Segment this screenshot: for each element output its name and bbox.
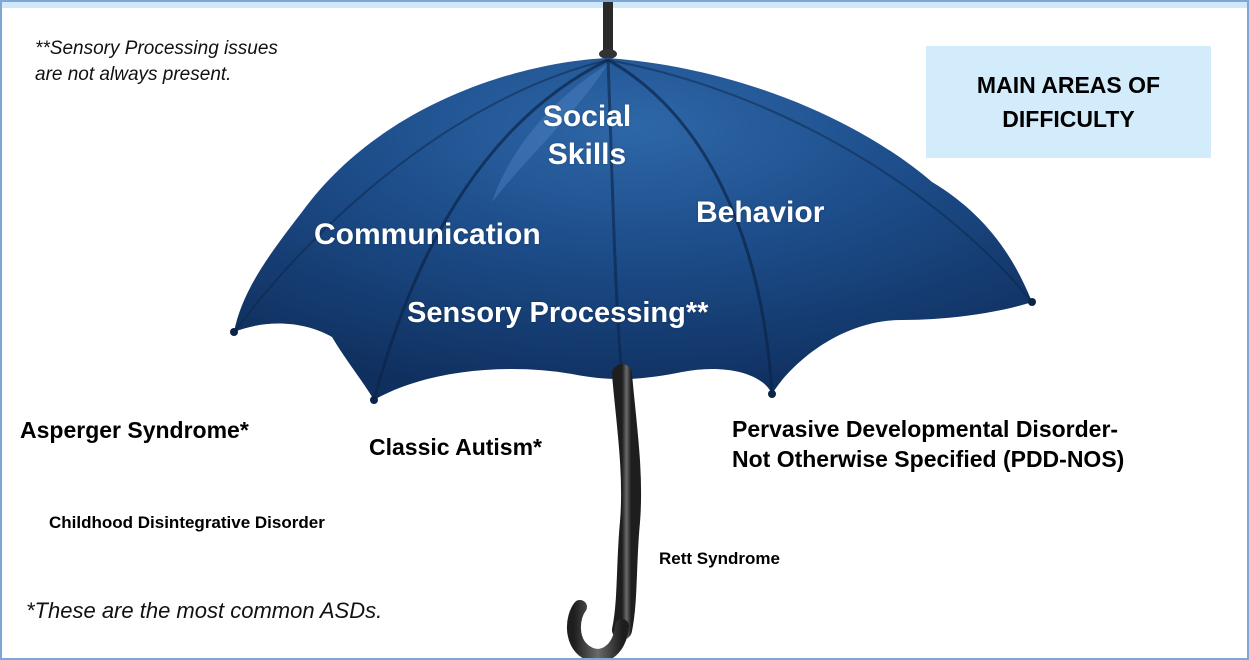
disorder-pdd-line1: Pervasive Developmental Disorder- xyxy=(732,416,1119,442)
area-communication: Communication xyxy=(314,218,541,251)
sensory-footnote-line2: are not always present. xyxy=(35,64,232,85)
canopy-highlight xyxy=(492,64,608,202)
legend-title-line1: MAIN AREAS OF xyxy=(976,72,1161,98)
area-social-line1: Social xyxy=(542,100,632,133)
sensory-footnote-line1: **Sensory Processing issues xyxy=(35,38,278,59)
umbrella-handle-hook xyxy=(567,600,629,658)
canopy-seam-right xyxy=(607,58,774,395)
top-band xyxy=(2,2,1247,8)
rib-tip-4 xyxy=(1028,298,1036,306)
disorder-pdd-line2: Not Otherwise Specified (PDD-NOS) xyxy=(732,446,1125,472)
disorder-childhood-disintegrative: Childhood Disintegrative Disorder xyxy=(49,513,325,532)
disorder-classic-autism: Classic Autism* xyxy=(369,434,542,460)
umbrella-shaft xyxy=(612,364,642,640)
area-social-line2: Skills xyxy=(547,138,627,171)
area-social-skills: Social Skills xyxy=(517,98,657,174)
rib-tip-3 xyxy=(768,390,776,398)
umbrella-tip xyxy=(603,2,613,54)
area-sensory-processing: Sensory Processing** xyxy=(407,297,709,329)
rib-tip-2 xyxy=(370,396,378,404)
canopy-seam-far-left xyxy=(233,59,609,333)
disorder-pdd-nos: Pervasive Developmental Disorder- Not Ot… xyxy=(732,414,1124,474)
rib-tip-1 xyxy=(230,328,238,336)
disorder-asperger: Asperger Syndrome* xyxy=(20,417,249,443)
common-asd-footnote: *These are the most common ASDs. xyxy=(26,598,383,623)
sensory-footnote: **Sensory Processing issues are not alwa… xyxy=(35,36,278,88)
umbrella-tip-knob xyxy=(599,49,617,59)
legend-title-line2: DIFFICULTY xyxy=(1002,106,1135,132)
canopy-seam-left xyxy=(372,58,609,401)
canopy-seam-far-right xyxy=(607,59,1033,303)
umbrella-canopy xyxy=(234,58,1032,400)
area-behavior: Behavior xyxy=(696,196,825,229)
main-areas-legend: MAIN AREAS OF DIFFICULTY xyxy=(926,46,1211,158)
disorder-rett: Rett Syndrome xyxy=(659,549,780,568)
canopy-seam-center xyxy=(606,59,624,379)
